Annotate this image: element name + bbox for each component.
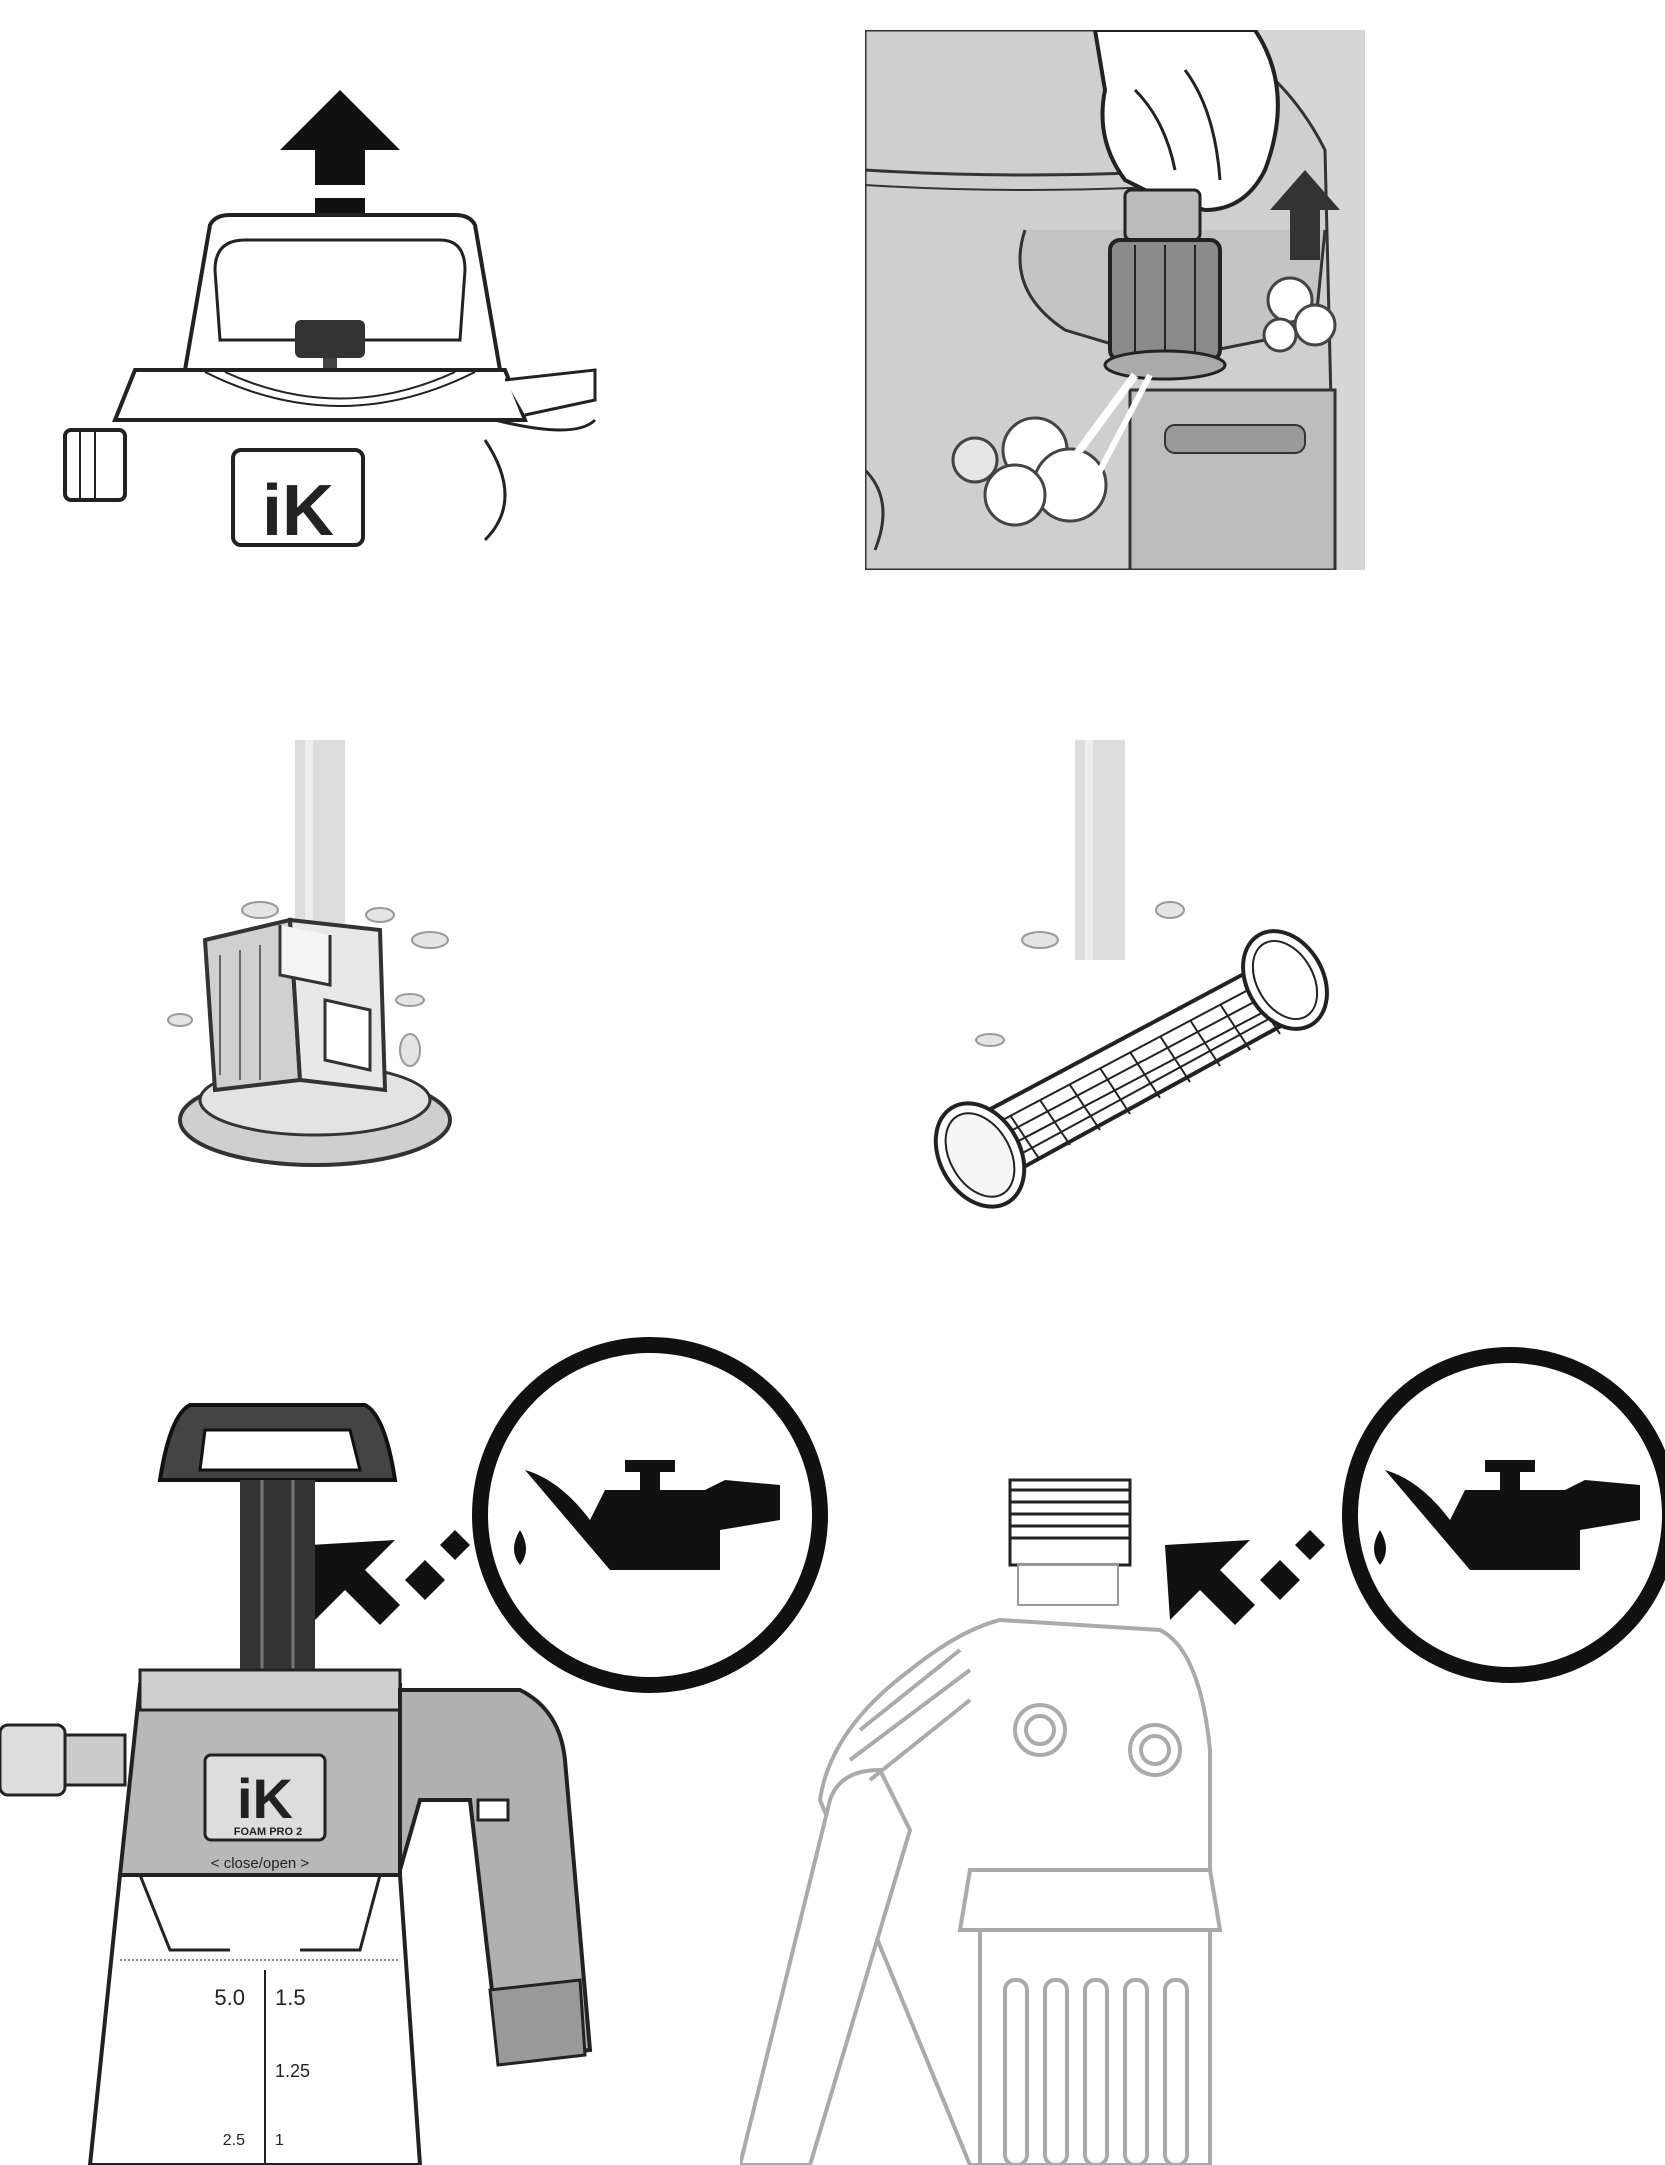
figure-pull-handle: iK [55, 80, 635, 550]
figure-clean-filter [890, 740, 1340, 1230]
arrow-down-left-icon [310, 1530, 470, 1625]
scale-label-1: 1 [275, 2132, 284, 2149]
figure-lubricate-sprayer: iK FOAM PRO 2 < close/open > 5.0 1.5 1.2… [0, 1330, 830, 2165]
figure-clean-nozzle [150, 740, 490, 1220]
scale-label-1-25: 1.25 [275, 2061, 310, 2081]
scale-label-2-5: 2.5 [223, 2132, 245, 2149]
scale-label-1-5: 1.5 [275, 1985, 306, 2010]
logo-text: iK [262, 471, 334, 550]
close-open-text: < close/open > [211, 1855, 310, 1872]
figure-lubricate-piston [740, 1330, 1665, 2165]
oil-can-icon [1350, 1355, 1665, 1675]
figure-pressure-release [865, 30, 1365, 570]
logo-text: iK [237, 1767, 293, 1830]
product-text: FOAM PRO 2 [234, 1826, 302, 1838]
arrow-down-left-icon [1165, 1530, 1325, 1625]
scale-label-5-0: 5.0 [214, 1985, 245, 2010]
